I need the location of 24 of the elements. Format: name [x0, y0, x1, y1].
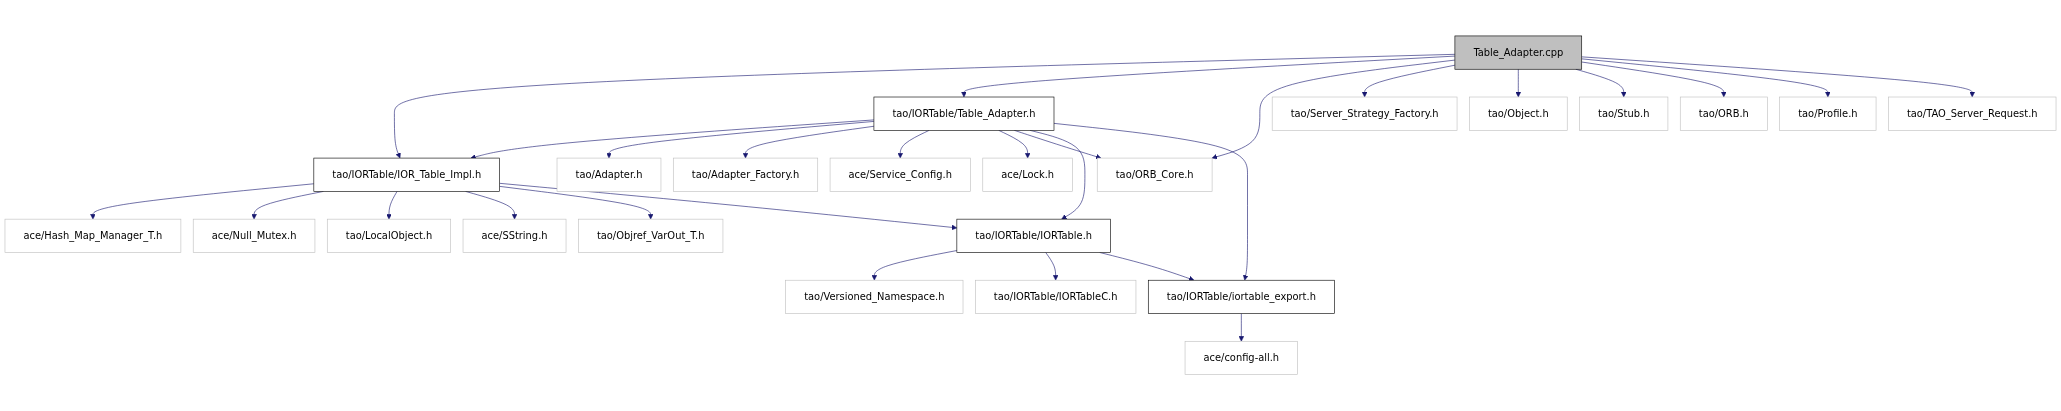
node-box: tao/Stub.h [1579, 96, 1669, 131]
node-box: ace/Lock.h [982, 158, 1073, 192]
node-box: tao/Versioned_Namespace.h [785, 280, 964, 315]
node-box: ace/Hash_Map_Manager_T.h [4, 219, 182, 253]
node-box: tao/IORTable/Table_Adapter.h [873, 96, 1055, 131]
node-box: tao/Profile.h [1779, 96, 1877, 131]
node-box: tao/Adapter_Factory.h [673, 158, 819, 192]
node-box: tao/ORB_Core.h [1096, 158, 1213, 192]
node-box: tao/IORTable/IORTable.h [956, 219, 1111, 253]
node-box: tao/TAO_Server_Request.h [1888, 96, 2057, 131]
node-box: ace/config-all.h [1184, 341, 1298, 376]
node-box: tao/IORTable/IORTableC.h [975, 280, 1137, 315]
node-box: tao/Adapter.h [556, 158, 662, 192]
node-box: tao/LocalObject.h [326, 219, 451, 253]
node-box: ace/Service_Config.h [829, 158, 971, 192]
node-box: tao/Objref_VarOut_T.h [578, 219, 724, 253]
node-box: ace/SString.h [462, 219, 567, 253]
node-box: tao/IORTable/IOR_Table_Impl.h [313, 158, 500, 192]
node-box: tao/Server_Strategy_Factory.h [1271, 96, 1458, 131]
node-box: tao/IORTable/iortable_export.h [1148, 280, 1335, 315]
node-box: Table_Adapter.cpp [1454, 35, 1583, 70]
node-box: ace/Null_Mutex.h [192, 219, 316, 253]
node-box: tao/ORB.h [1679, 96, 1768, 131]
node-box: tao/Object.h [1469, 96, 1568, 131]
